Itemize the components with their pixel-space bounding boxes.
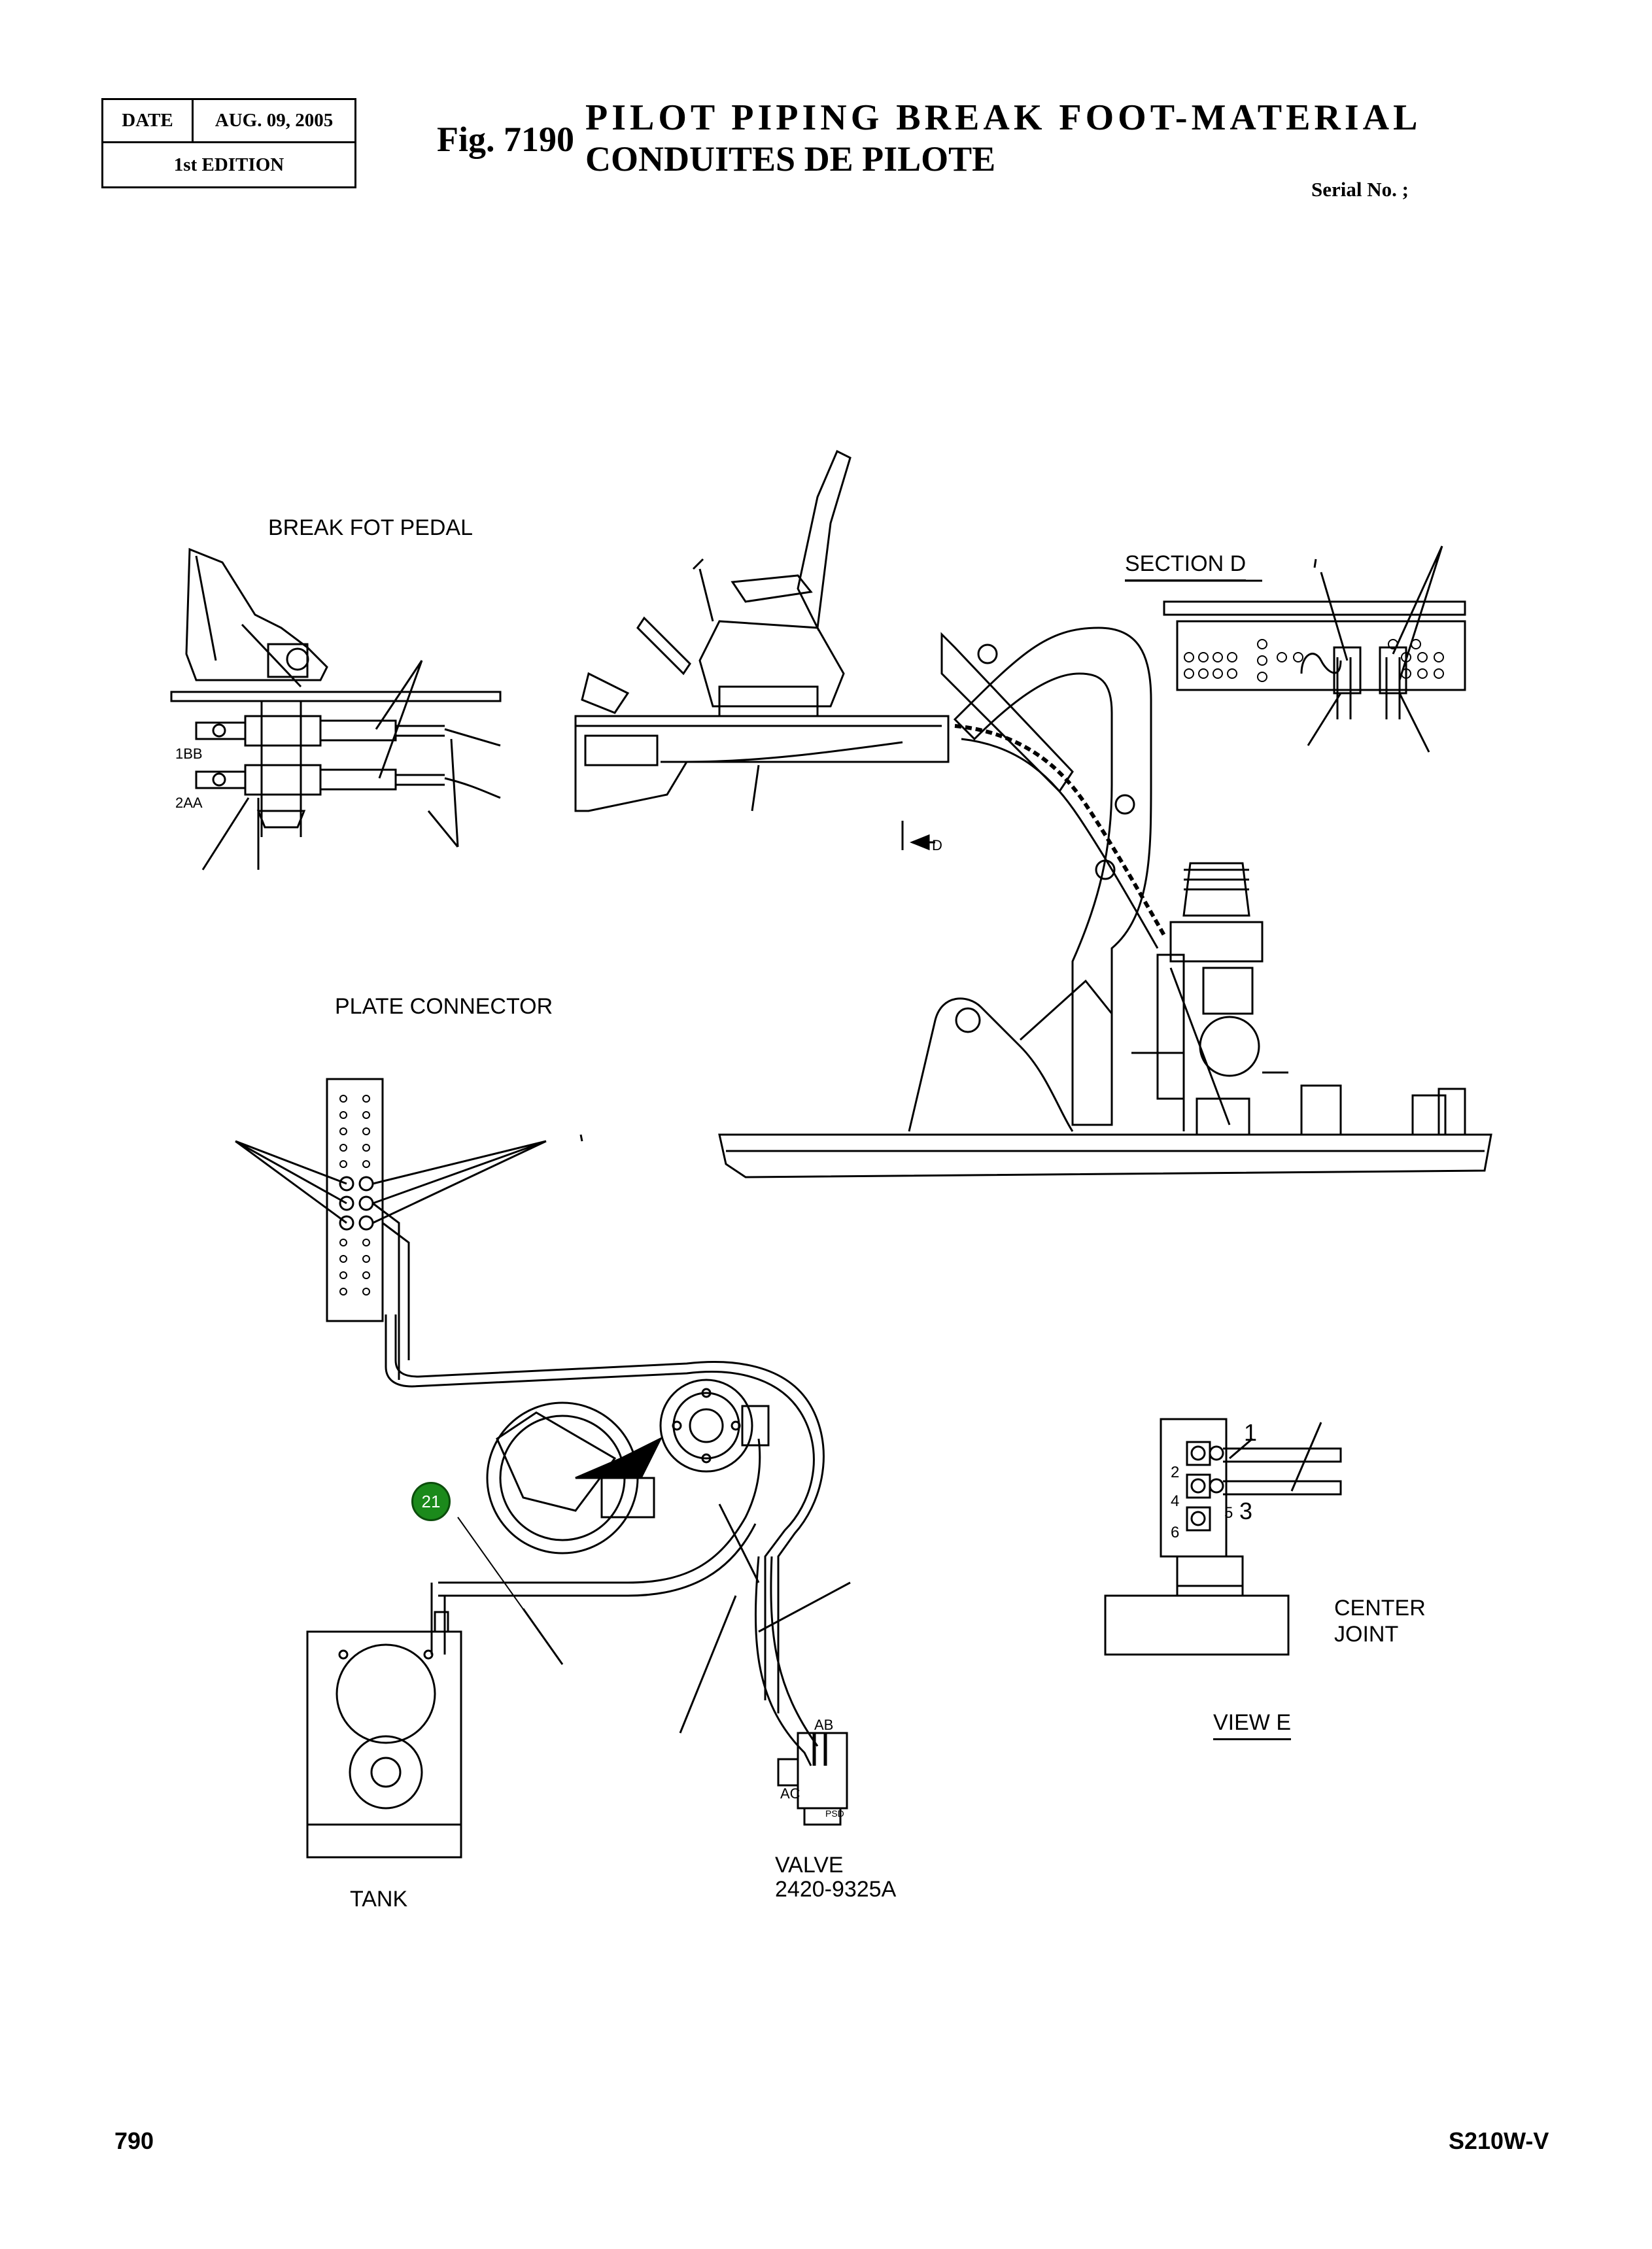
center-joint-label-line2: JOINT bbox=[1334, 1622, 1399, 1647]
model-code: S210W-V bbox=[1449, 2127, 1549, 2154]
valve-port-ab: AB bbox=[814, 1717, 834, 1733]
section-d-label: SECTION D bbox=[1125, 551, 1247, 581]
title-english: PILOT PIPING BREAK FOOT-MATERIAL bbox=[585, 97, 1422, 138]
figure-number: Fig. 7190 bbox=[437, 120, 574, 159]
valve-label: VALVE bbox=[775, 1853, 844, 1878]
center-joint-port-4: 4 bbox=[1171, 1492, 1180, 1510]
title-french: CONDUITES DE PILOTE bbox=[585, 139, 996, 179]
date-value: AUG. 09, 2005 bbox=[215, 110, 334, 131]
pedal-port-label-2: 2AA bbox=[175, 795, 203, 811]
valve-drawing bbox=[778, 1733, 847, 1825]
swing-motor-drawing bbox=[487, 1380, 768, 1553]
brake-pedal-detail bbox=[171, 549, 500, 870]
pedal-port-label-1: 1BB bbox=[175, 746, 203, 762]
view-e-label: VIEW E bbox=[1213, 1710, 1292, 1740]
plate-connector-detail bbox=[235, 1079, 582, 1380]
part-callout-21[interactable]: 21 bbox=[411, 1482, 451, 1521]
plate-connector-label: PLATE CONNECTOR bbox=[335, 994, 553, 1019]
section-d-detail bbox=[1125, 546, 1465, 752]
tank-label: TANK bbox=[350, 1887, 408, 1912]
valve-port-ac: AC bbox=[780, 1785, 800, 1802]
center-joint-drawing bbox=[1105, 1419, 1341, 1655]
valve-part-number: 2420-9325A bbox=[775, 1877, 897, 1902]
date-edition-box: DATE AUG. 09, 2005 1st EDITION bbox=[101, 98, 356, 188]
section-d-marker: D bbox=[932, 837, 942, 853]
center-joint-port-6: 6 bbox=[1171, 1524, 1180, 1541]
tank-drawing bbox=[307, 1612, 461, 1857]
valve-port-psd: PSD bbox=[825, 1808, 844, 1819]
center-joint-port-1: 1 bbox=[1244, 1419, 1258, 1446]
edition-label: 1st EDITION bbox=[173, 154, 284, 175]
center-joint-label-line1: CENTER bbox=[1334, 1596, 1426, 1621]
center-joint-port-5: 5 bbox=[1224, 1504, 1233, 1522]
hose-routing bbox=[386, 1314, 850, 1766]
brake-pedal-label: BREAK FOT PEDAL bbox=[268, 515, 473, 540]
page-number: 790 bbox=[114, 2127, 154, 2154]
date-row: DATE AUG. 09, 2005 bbox=[103, 100, 354, 143]
center-joint-port-3: 3 bbox=[1239, 1498, 1253, 1524]
date-label: DATE bbox=[103, 100, 194, 141]
serial-number: Serial No. ; bbox=[1311, 178, 1409, 201]
center-joint-port-2: 2 bbox=[1171, 1464, 1180, 1481]
cab-frame-drawing bbox=[576, 451, 1491, 1177]
